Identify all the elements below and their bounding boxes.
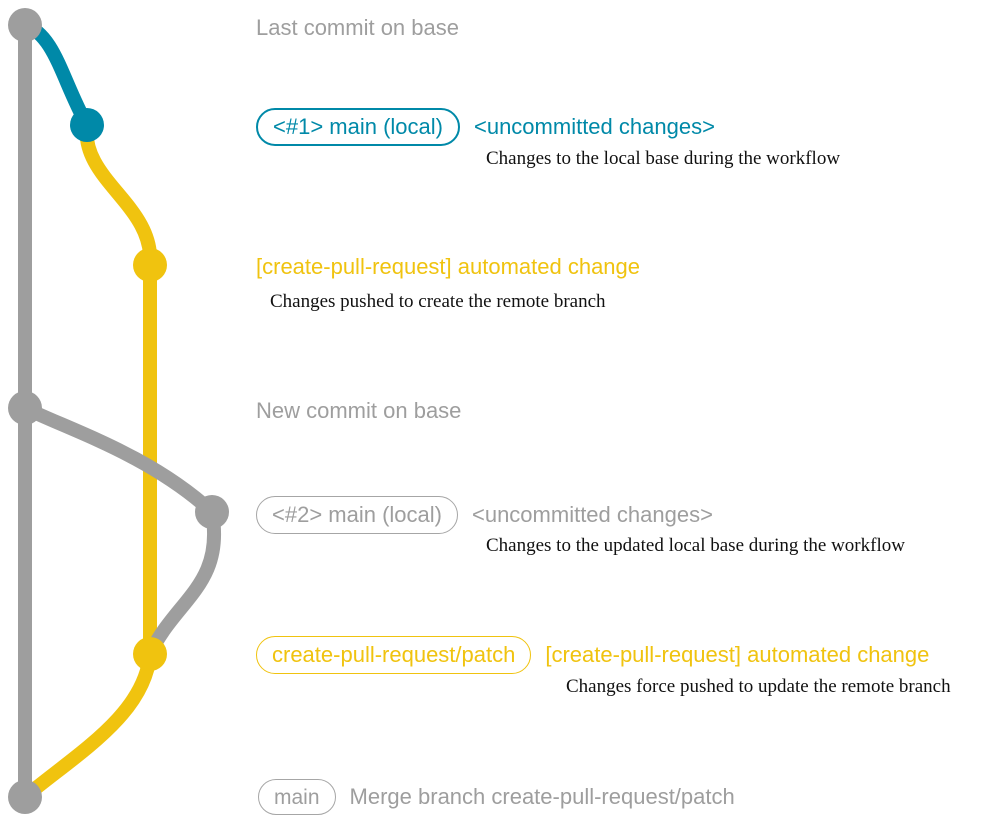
badge-create-pull-request-patch[interactable]: create-pull-request/patch bbox=[256, 636, 532, 674]
row-local-1: <#1> main (local) <uncommitted changes> bbox=[256, 108, 715, 146]
commit-node-remote-1[interactable] bbox=[133, 248, 167, 282]
commit-node-local-1[interactable] bbox=[70, 108, 104, 142]
subtext-automated-change-2: Changes force pushed to update the remot… bbox=[566, 676, 951, 697]
row-merge: main Merge branch create-pull-request/pa… bbox=[258, 779, 735, 815]
label-last-commit-on-base: Last commit on base bbox=[256, 15, 459, 40]
row-local-2: <#2> main (local) <uncommitted changes> bbox=[256, 496, 713, 534]
badge-main[interactable]: main bbox=[258, 779, 336, 815]
subtext-local-2: Changes to the updated local base during… bbox=[486, 535, 905, 556]
commit-node-base-last[interactable] bbox=[8, 8, 42, 42]
message-merge: Merge branch create-pull-request/patch bbox=[349, 784, 735, 809]
message-local-1: <uncommitted changes> bbox=[473, 114, 715, 139]
edge-local2-to-remote2 bbox=[143, 505, 221, 661]
row-automated-change-2: create-pull-request/patch [create-pull-r… bbox=[256, 636, 929, 674]
edge-local1-to-remote1 bbox=[79, 118, 158, 272]
subtext-automated-change-1: Changes pushed to create the remote bran… bbox=[270, 291, 606, 312]
badge-local-1[interactable]: <#1> main (local) bbox=[256, 108, 460, 146]
commit-node-merge[interactable] bbox=[8, 780, 42, 814]
badge-local-2[interactable]: <#2> main (local) bbox=[256, 496, 458, 534]
commit-node-local-2[interactable] bbox=[195, 495, 229, 529]
commit-node-remote-2[interactable] bbox=[133, 637, 167, 671]
message-automated-change-1: [create-pull-request] automated change bbox=[256, 254, 641, 279]
commit-nodes bbox=[8, 8, 229, 814]
subtext-local-1: Changes to the local base during the wor… bbox=[486, 148, 841, 169]
edge-base-to-local2 bbox=[18, 401, 219, 519]
edge-remote2-to-merge bbox=[18, 647, 157, 804]
label-new-commit-on-base: New commit on base bbox=[256, 398, 462, 423]
message-automated-change-2: [create-pull-request] automated change bbox=[545, 642, 930, 667]
message-local-2: <uncommitted changes> bbox=[471, 502, 713, 527]
commit-node-base-new[interactable] bbox=[8, 391, 42, 425]
